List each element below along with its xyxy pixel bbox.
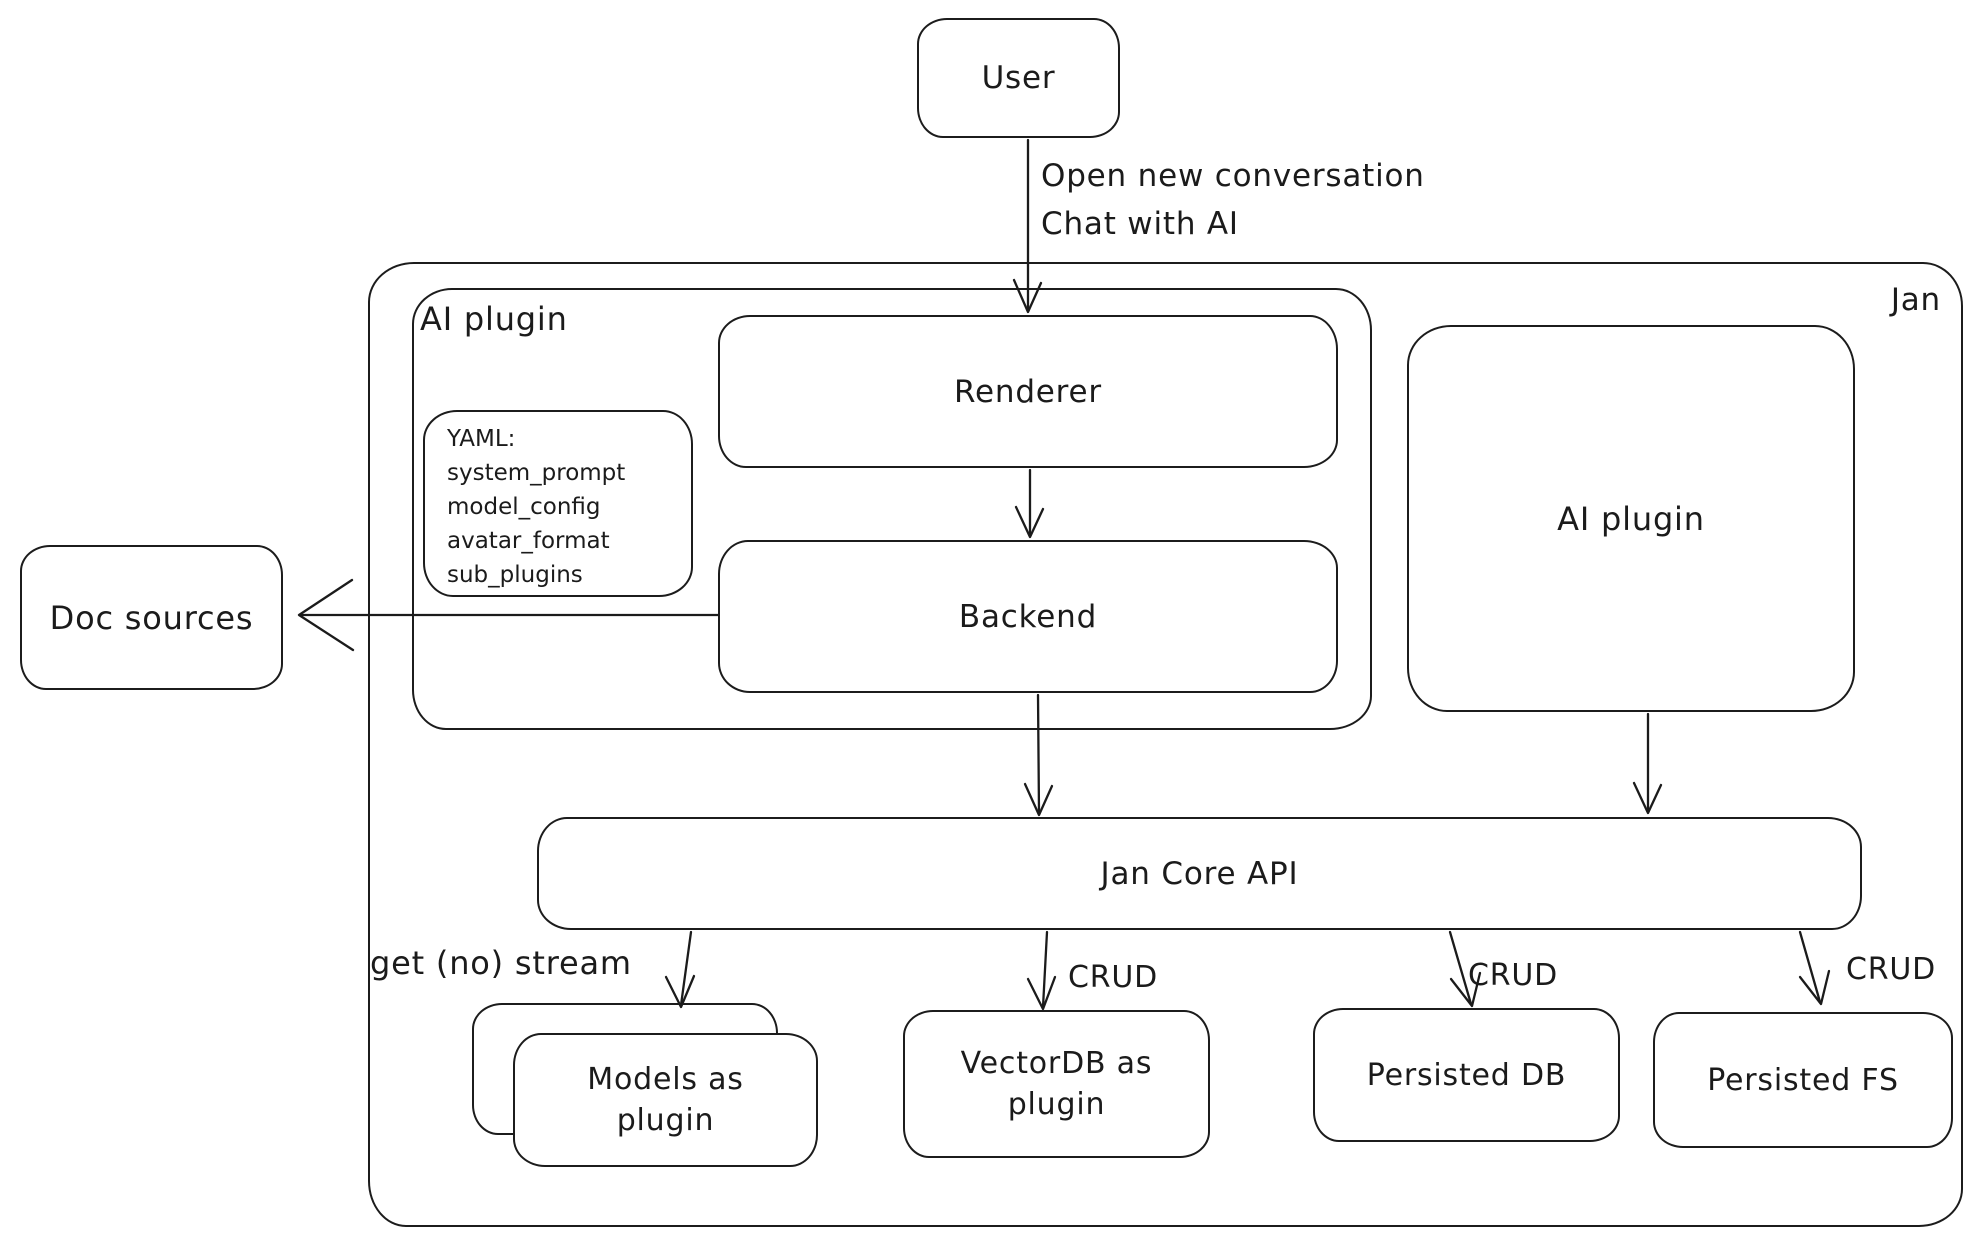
backend-node-label: Backend [958,598,1098,635]
jan-container-box: Jan [368,262,1963,1227]
ai-plugin-container-box: AI plugin [412,288,1372,730]
jan-core-api-node-label: Jan Core API [1100,855,1299,892]
persisted-db-node-label: Persisted DB [1366,1057,1567,1093]
models-as-plugin-node: Models as plugin [513,1033,818,1167]
yaml-note-line: YAML: [447,426,516,452]
backend-node: Backend [718,540,1338,693]
user-node: User [917,18,1120,138]
doc-sources-node: Doc sources [20,545,283,690]
user-flow-edge-label: Open new conversation Chat with AI [1041,152,1425,248]
ai-plugin-right-node-label: AI plugin [1557,499,1705,538]
jan-core-api-node: Jan Core API [537,817,1862,930]
get-stream-edge-label: get (no) stream [370,944,632,982]
yaml-note-lines: YAML: system_prompt model_config avatar_… [447,422,625,592]
yaml-note-line: sub_plugins [447,562,583,588]
yaml-note-line: avatar_format [447,528,610,554]
user-flow-edge-label-line1: Open new conversation [1041,158,1425,194]
user-flow-edge-label-line2: Chat with AI [1041,206,1239,242]
persisted-fs-node: Persisted FS [1653,1012,1953,1148]
ai-plugin-container-label: AI plugin [420,300,568,338]
jan-container-label: Jan [1890,282,1941,318]
crud-persisted-db-edge-label: CRUD [1468,958,1559,993]
vectordb-as-plugin-node-label: VectorDB as plugin [960,1046,1153,1122]
crud-vectordb-edge-label: CRUD [1068,960,1159,995]
renderer-node-label: Renderer [954,373,1102,410]
vectordb-as-plugin-node: VectorDB as plugin [903,1010,1210,1158]
yaml-note-line: system_prompt [447,460,626,486]
persisted-db-node: Persisted DB [1313,1008,1620,1142]
models-as-plugin-node-label: Models as plugin [587,1062,744,1138]
ai-plugin-right-node: AI plugin [1407,325,1855,712]
renderer-node: Renderer [718,315,1338,468]
doc-sources-node-label: Doc sources [49,598,254,637]
user-node-label: User [981,60,1056,96]
yaml-note-line: model_config [447,494,601,520]
crud-persisted-fs-edge-label: CRUD [1846,952,1937,987]
yaml-note: YAML: system_prompt model_config avatar_… [423,410,693,597]
persisted-fs-node-label: Persisted FS [1707,1062,1899,1098]
